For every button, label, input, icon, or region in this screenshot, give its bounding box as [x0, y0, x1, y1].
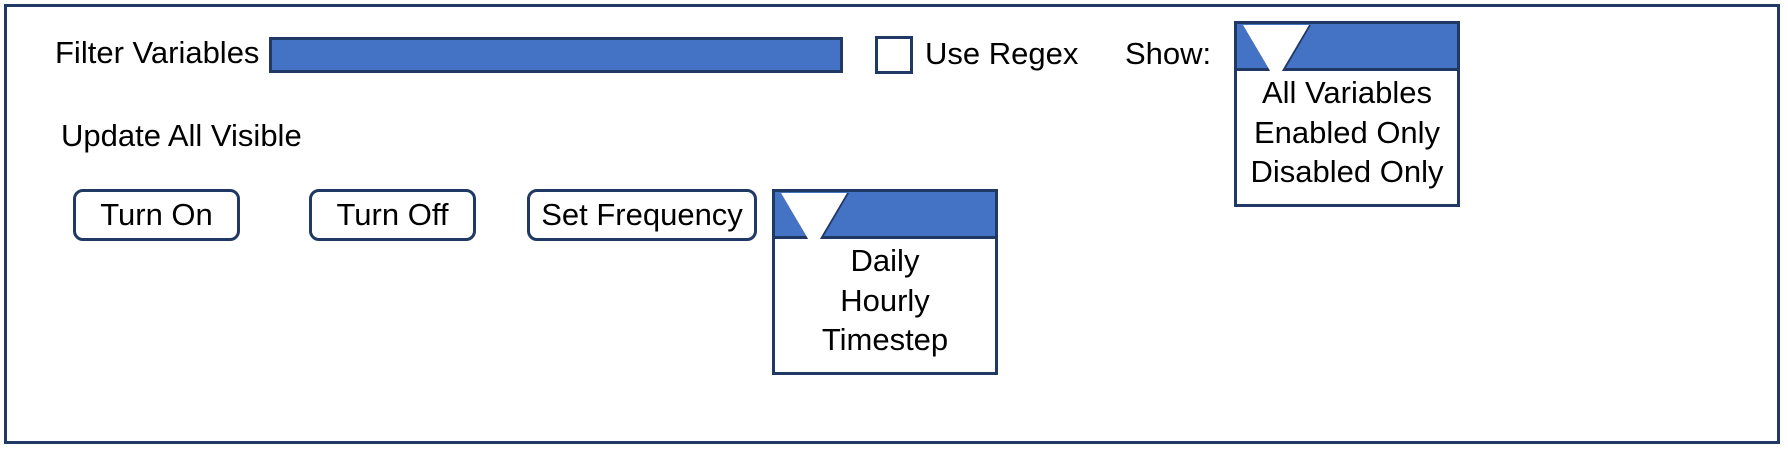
panel-frame: Filter Variables Use Regex Show: All Var… — [4, 4, 1780, 444]
show-option-enabled-only[interactable]: Enabled Only — [1253, 114, 1441, 150]
frequency-dropdown[interactable]: Daily Hourly Timestep — [772, 189, 998, 375]
use-regex-checkbox[interactable] — [875, 36, 913, 74]
frequency-option-daily[interactable]: Daily — [850, 243, 920, 278]
set-frequency-button[interactable]: Set Frequency — [527, 189, 757, 241]
show-dropdown[interactable]: All Variables Enabled Only Disabled Only — [1234, 21, 1460, 207]
show-dropdown-list: All Variables Enabled Only Disabled Only — [1237, 71, 1457, 203]
filter-variables-label: Filter Variables — [55, 35, 260, 70]
show-option-all-variables[interactable]: All Variables — [1261, 75, 1432, 110]
frequency-dropdown-header[interactable] — [775, 192, 995, 251]
show-option-disabled-only[interactable]: Disabled Only — [1250, 154, 1444, 190]
show-dropdown-header[interactable] — [1237, 24, 1457, 83]
frequency-option-hourly[interactable]: Hourly — [840, 282, 930, 318]
filter-variables-input[interactable] — [269, 37, 843, 73]
turn-off-button[interactable]: Turn Off — [309, 189, 476, 241]
use-regex-label: Use Regex — [925, 36, 1079, 71]
frequency-option-timestep[interactable]: Timestep — [821, 322, 949, 358]
frequency-dropdown-list: Daily Hourly Timestep — [775, 239, 995, 371]
turn-on-button[interactable]: Turn On — [73, 189, 240, 241]
show-label: Show: — [1125, 36, 1212, 71]
update-all-visible-label: Update All Visible — [61, 118, 302, 153]
